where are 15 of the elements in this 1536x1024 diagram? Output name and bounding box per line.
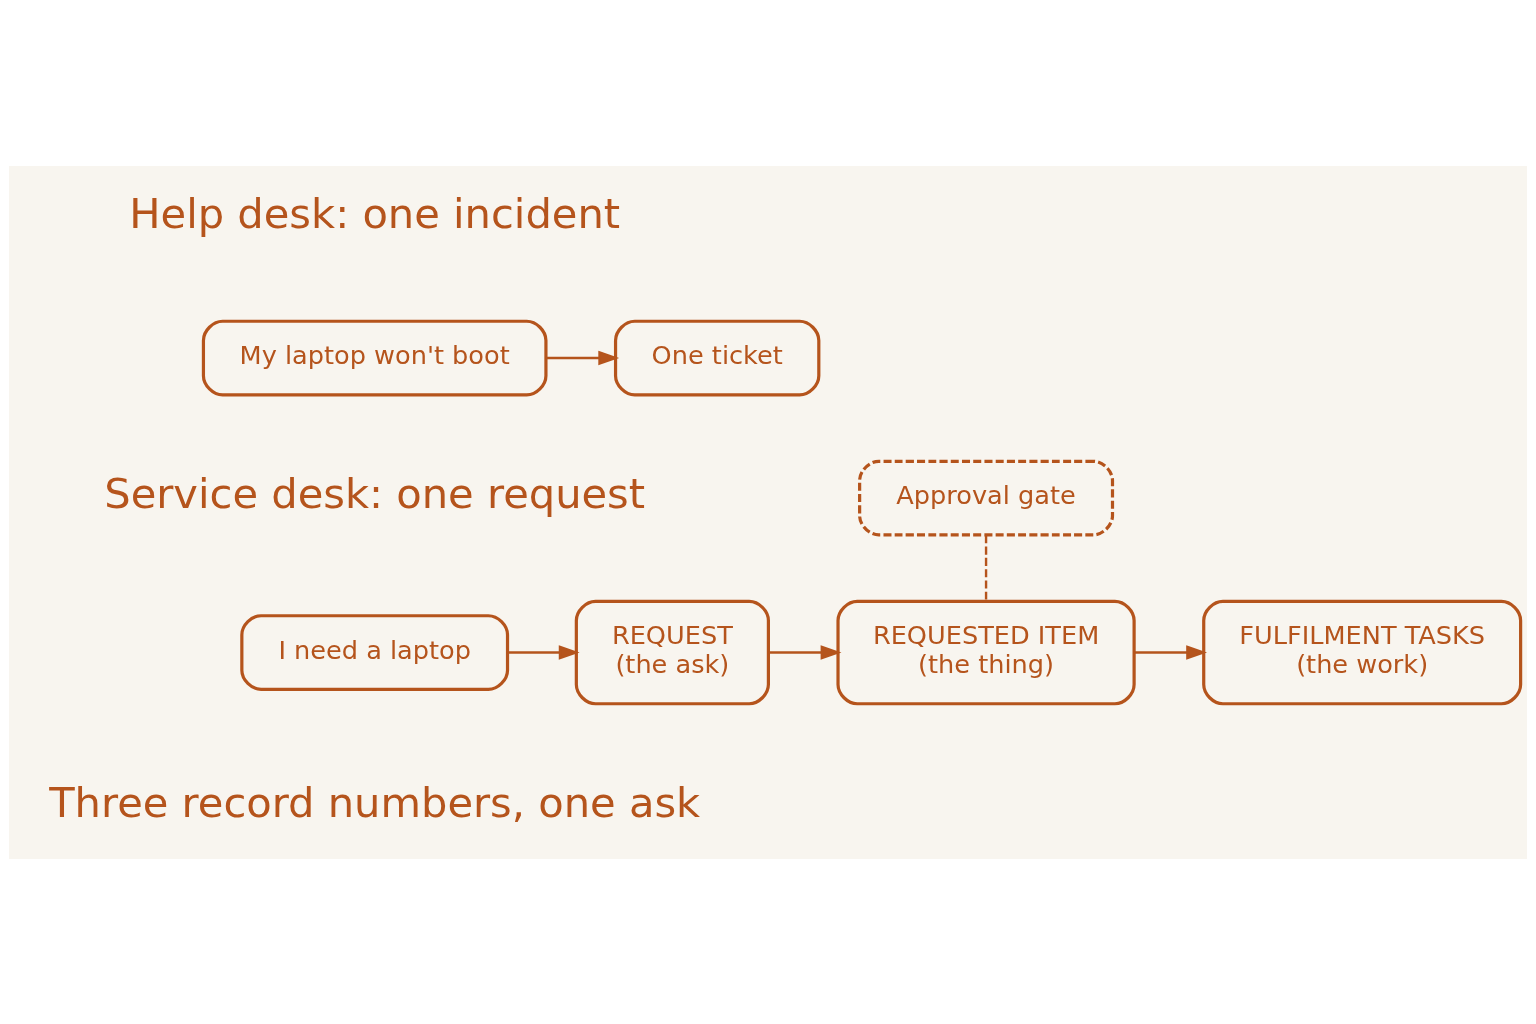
connector [984,535,988,601]
arrow [768,644,842,660]
arrow [545,350,620,365]
label: Service desk: one request [104,468,646,518]
node-box: I need a laptop [240,613,510,691]
node-box: Approval gate [858,459,1115,536]
label: Help desk: one incident [129,188,621,238]
label: Three record numbers, one ask [49,777,701,827]
node-box: My laptop won't boot [201,319,548,396]
arrow [1134,644,1208,660]
node-box: REQUEST (the ask) [574,599,770,705]
node-box: REQUESTED ITEM (the thing) [836,599,1136,705]
arrow [507,644,580,660]
node-box: FULFILMENT TASKS (the work) [1202,599,1523,705]
node-box: One ticket [613,319,821,396]
